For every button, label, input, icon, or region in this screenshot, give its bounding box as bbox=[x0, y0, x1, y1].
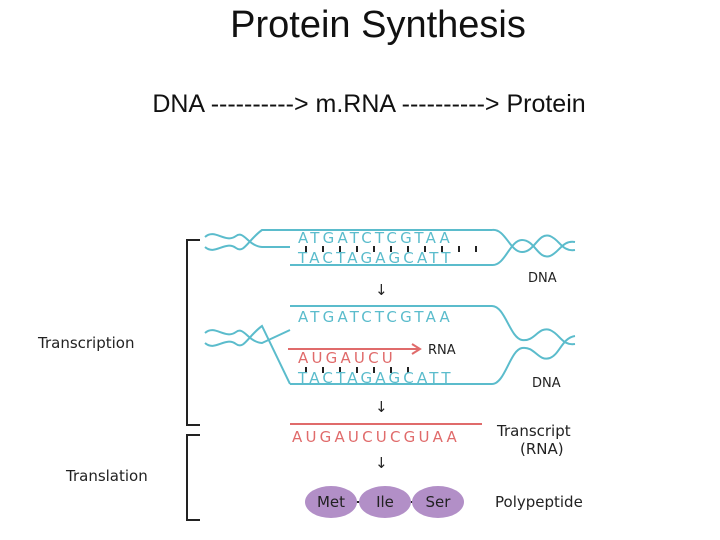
page-title: Protein Synthesis bbox=[230, 4, 526, 46]
amino-acid-met: Met bbox=[317, 493, 345, 511]
translation-bracket bbox=[186, 434, 200, 521]
dna-1-top-strand: ATGATCTCGTAA bbox=[298, 229, 453, 247]
flow-arrow-2: ----------> bbox=[401, 90, 500, 118]
dna-helix-2 bbox=[204, 305, 576, 385]
down-arrow-2: ↓ bbox=[375, 398, 388, 416]
rna-partial-strand: AUGAUCU bbox=[298, 349, 396, 367]
dna-1-bottom-strand: TACTAGAGCATT bbox=[297, 249, 454, 267]
dna-2-base-pairs bbox=[305, 367, 409, 373]
dna-2-bottom-strand: TACTAGAGCATT bbox=[297, 369, 454, 387]
dna-1-label: DNA bbox=[528, 271, 557, 286]
rna-arrow bbox=[288, 343, 422, 355]
polypeptide-label: Polypeptide bbox=[495, 493, 583, 511]
polypeptide-chain: Met Ile Ser bbox=[305, 486, 464, 518]
translation-label: Translation bbox=[65, 467, 148, 485]
transcription-label: Transcription bbox=[37, 334, 134, 352]
dna-2-label: DNA bbox=[532, 376, 561, 391]
flow-step-dna: DNA bbox=[152, 90, 204, 118]
amino-acid-ser: Ser bbox=[426, 493, 452, 511]
amino-acid-ile-bubble bbox=[359, 486, 411, 518]
dna-2-top-strand: ATGATCTCGTAA bbox=[298, 308, 453, 326]
flow-line: DNA ----------> m.RNA ----------> Protei… bbox=[0, 90, 720, 119]
flow-step-protein: Protein bbox=[506, 90, 586, 118]
transcript-sequence: AUGAUCUCGUAA bbox=[292, 428, 460, 446]
down-arrow-3: ↓ bbox=[375, 454, 388, 472]
down-arrow-1: ↓ bbox=[375, 281, 388, 299]
flow-arrow-1: ----------> bbox=[210, 90, 309, 118]
flow-step-mrna: m.RNA bbox=[315, 90, 395, 118]
amino-acid-ile: Ile bbox=[376, 493, 394, 511]
amino-acid-met-bubble bbox=[305, 486, 357, 518]
transcript-label: Transcript bbox=[496, 422, 571, 440]
amino-acid-ser-bubble bbox=[412, 486, 464, 518]
transcription-bracket bbox=[186, 239, 200, 426]
dna-helix-1 bbox=[204, 228, 576, 267]
rna-label: RNA bbox=[428, 343, 456, 358]
dna-1-base-pairs bbox=[305, 246, 477, 252]
transcript-sublabel: (RNA) bbox=[520, 440, 564, 458]
